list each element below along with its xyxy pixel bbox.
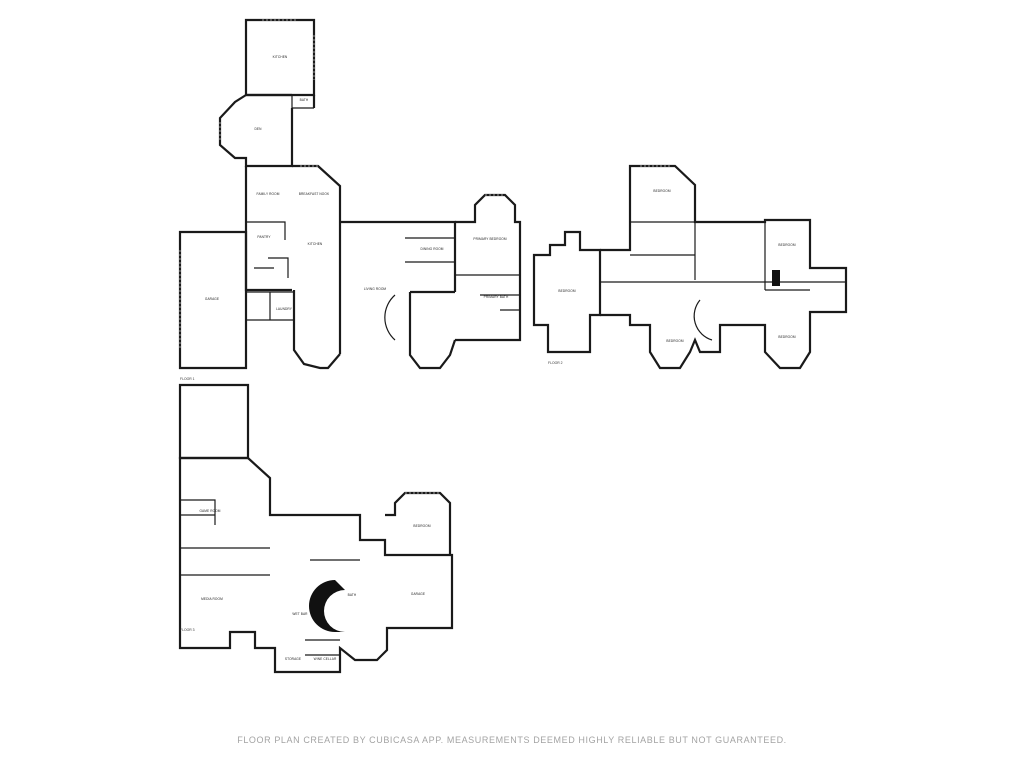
room-label: PRIMARY BEDROOM [473,237,507,241]
room-label: WINE CELLAR [314,657,337,661]
room-label: STORAGE [285,657,301,661]
floor-3-plan [178,383,454,674]
room-label: GAME ROOM [199,509,220,513]
room-label: BEDROOM [413,524,430,528]
room-label: DINING ROOM [420,247,443,251]
wall-media-room [178,383,250,460]
wall-f2-interior [600,221,846,291]
room-label: BEDROOM [666,339,683,343]
spiral-stair-f3 [309,580,345,632]
wall-interior [246,221,289,278]
room-label: GARAGE [411,592,425,596]
room-label: WET BAR [292,612,308,616]
room-label: DEN [254,127,262,131]
room-label: LIVING ROOM [364,287,387,291]
room-label: BEDROOM [778,335,795,339]
floor-tag: FLOOR 1 [180,377,195,381]
disclaimer-footer: FLOOR PLAN CREATED BY CUBICASA APP. MEAS… [237,735,787,745]
wall-wet-bar [305,559,360,656]
room-label: PANTRY [257,235,271,239]
room-label: BATH [348,593,357,597]
wall-f3-interior [180,499,270,576]
room-label: BEDROOM [558,289,575,293]
stair-curve-f2 [693,299,713,341]
room-label: GARAGE [205,297,219,301]
stair-curve [384,294,396,341]
room-label: BEDROOM [778,243,795,247]
room-label: PRIMARY BATH [484,295,509,299]
floor-2-plan [532,164,848,370]
room-label: BEDROOM [653,189,670,193]
room-label: MEDIA ROOM [201,597,223,601]
floor-1-plan [178,18,522,370]
wall-f2-hall [600,164,848,370]
room-label: BREAKFAST NOOK [299,192,330,196]
floor-tag: FLOOR 2 [548,361,563,365]
floor-tag: FLOOR 3 [180,628,195,632]
room-label: FAMILY ROOM [257,192,280,196]
room-label: KITCHEN [308,242,323,246]
room-label: LAUNDRY [276,307,293,311]
room-label: BATH [300,98,309,102]
room-label: KITCHEN [273,55,288,59]
wall-primary-bath [455,274,520,311]
wall-dining [405,237,455,263]
wall-game-room [178,456,454,674]
fireplace-f2 [772,270,780,286]
wall-primary-suite [455,193,522,342]
wall-den [218,93,316,168]
wall-laundry [246,291,295,321]
